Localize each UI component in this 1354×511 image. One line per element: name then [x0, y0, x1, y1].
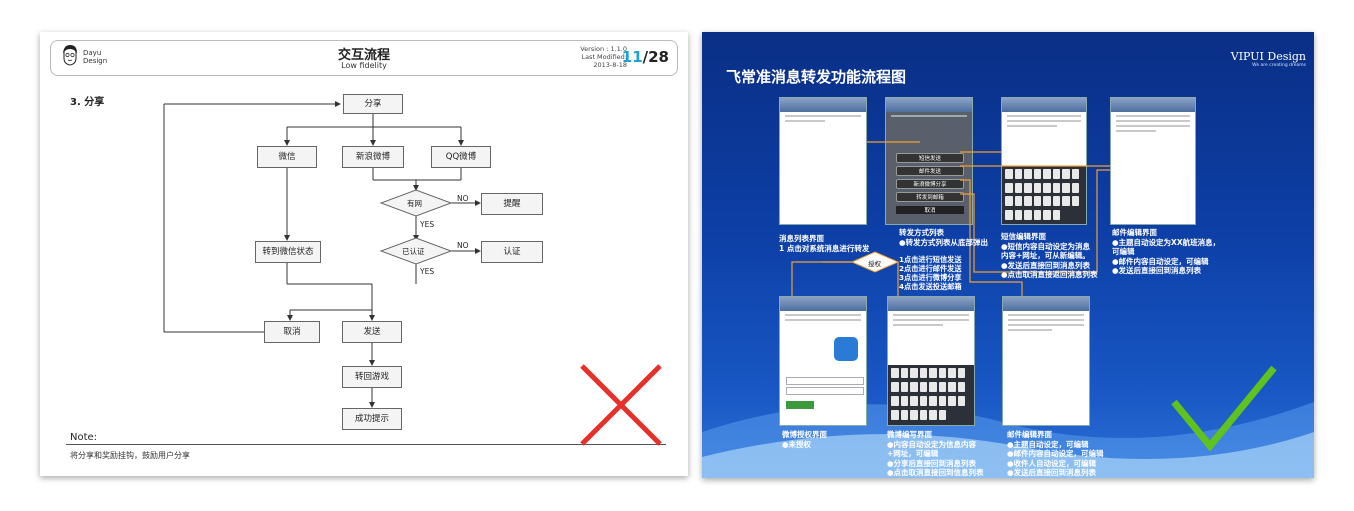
caption-message-list-desc: 1 点击对系统消息进行转发 [779, 243, 870, 253]
decision-authorize-label: 授权 [868, 260, 881, 268]
slide-title: 飞常准消息转发功能流程图 [726, 68, 907, 86]
forward-step: 4点击发送投送邮箱 [899, 282, 962, 291]
forward-step: 1点击进行短信发送 [899, 255, 962, 264]
caption-line: ●点击取消直接回到信息列表 [887, 468, 984, 477]
node-send: 发送 [342, 321, 402, 343]
menu-weibo[interactable]: 新浪微博分享 [896, 179, 964, 189]
caption-line: 邮件编辑界面 [1112, 228, 1157, 237]
screen-forward-menu: 短信发送 邮件发送 新浪微博分享 转发到邮箱 取消 [885, 97, 973, 225]
edge-yes-1: YES [420, 220, 435, 229]
screen-message-list [779, 97, 867, 225]
modified-label: Last Modified: [581, 53, 627, 61]
logo-text-line2: Design [83, 57, 108, 65]
page-number: 11/28 [622, 48, 669, 66]
screen-weibo-edit [887, 296, 975, 426]
brand-name: VIPUI Design [1230, 50, 1306, 63]
caption-line: ●邮件内容自动设定，可编辑 [1112, 256, 1209, 266]
caption-forward-title: 转发方式列表 [899, 228, 944, 237]
caption-line: 微博编写界面 [887, 430, 932, 439]
note-label: Note: [70, 432, 98, 443]
decision-authorized-label: 已认证 [402, 247, 425, 256]
caption-line: ●发送后直接回到消息列表 [1112, 266, 1202, 275]
caption-message-list-title: 消息列表界面 [779, 234, 824, 243]
decision-authorize [850, 251, 900, 273]
cross-mark-icon [580, 364, 662, 446]
caption-sms: 短信编辑界面 ●短信内容自动设定为消息 内容+网址，可从新编辑。 ●发送后直接回… [1001, 232, 1098, 280]
node-share: 分享 [343, 94, 403, 114]
menu-cancel[interactable]: 取消 [896, 206, 964, 214]
page-current: 11 [621, 48, 643, 66]
slide-header: Dayu Design 交互流程 Low fidelity Version : … [50, 40, 678, 76]
page-total: /28 [642, 48, 669, 66]
caption-line: 邮件编辑界面 [1007, 430, 1052, 439]
caption-message-list: 消息列表界面 1 点击对系统消息进行转发 [779, 234, 869, 253]
node-to-wechat-status: 转到微信状态 [255, 241, 321, 263]
screen-weibo-auth [779, 296, 867, 426]
caption-line: ●发送后直接回到消息列表 [1007, 468, 1097, 477]
note-text: 将分享和奖励挂钩，鼓励用户分享 [70, 451, 190, 460]
slide-subtitle: Low fidelity [341, 61, 387, 70]
caption-line: ●收件人自动设定，可编辑 [1007, 458, 1097, 468]
node-sina-weibo: 新浪微博 [342, 146, 404, 168]
forward-step: 3点击进行微博分享 [899, 273, 962, 282]
caption-line: ●点击取消直接返回消息列表 [1001, 270, 1098, 279]
caption-weibo-edit: 微博编写界面 ●内容自动设定为信息内容 +网址，可编辑 ●分享后直接回到消息列表… [887, 430, 984, 478]
modified-date: 2013-8-18 [593, 61, 627, 69]
slide-title: 交互流程 [337, 48, 390, 63]
node-remind: 提醒 [481, 193, 543, 215]
caption-line: ●主题自动设定，可编辑 [1007, 439, 1089, 449]
flowchart-connectors [163, 101, 481, 408]
caption-forward: 转发方式列表 ●转发方式列表从底部弹出 [899, 228, 988, 247]
caption-line: +网址，可编辑 [887, 449, 939, 458]
caption-line: 短信编辑界面 [1001, 232, 1046, 241]
brand-tagline: We are creating dreams [1252, 63, 1306, 68]
caption-mail: 邮件编辑界面 ●主题自动设定为XX航班消息， 可编辑 ●邮件内容自动设定，可编辑… [1112, 228, 1220, 276]
section-heading: 3. 分享 [70, 97, 105, 108]
node-back-to-game: 转回游戏 [342, 366, 402, 388]
screen-mail-edit [1110, 97, 1196, 225]
caption-line: 可编辑 [1112, 247, 1135, 256]
forward-steps: 1点击进行短信发送 2点击进行邮件发送 3点击进行微博分享 4点击发送投送邮箱 [899, 255, 962, 291]
node-success: 成功提示 [342, 408, 402, 430]
version-info: Version : 1.1.0 Last Modified: 2013-8-18 [580, 45, 627, 69]
caption-line: ●主题自动设定为XX航班消息， [1112, 237, 1221, 247]
note-divider [66, 444, 666, 445]
caption-line: 微博授权界面 [782, 430, 827, 439]
version-line: Version : 1.1.0 [580, 45, 627, 53]
edge-yes-2: YES [420, 267, 435, 276]
caption-line: 内容+网址，可从新编辑。 [1001, 251, 1090, 260]
decision-network-label: 有网 [407, 199, 422, 208]
caption-line: ●内容自动设定为信息内容 [887, 439, 977, 449]
caption-mail-compose: 邮件编辑界面 ●主题自动设定，可编辑 ●邮件内容自动设定，可编辑 ●收件人自动设… [1007, 430, 1104, 478]
screen-mail-compose [1002, 296, 1090, 426]
edge-no-2: NO [457, 241, 469, 250]
check-mark-icon [1171, 365, 1277, 452]
caption-line: ●邮件内容自动设定，可编辑 [1007, 449, 1104, 458]
caption-line: ●短信内容自动设定为消息 [1001, 241, 1091, 251]
flow-connectors [791, 141, 1110, 296]
low-fidelity-slide: Dayu Design 交互流程 Low fidelity Version : … [40, 32, 688, 476]
node-cancel: 取消 [264, 321, 320, 343]
caption-forward-desc: ●转发方式列表从底部弹出 [899, 237, 989, 247]
screen-sms-edit [1001, 97, 1087, 225]
node-auth: 认证 [481, 241, 543, 263]
menu-mailbox[interactable]: 转发到邮箱 [896, 192, 964, 202]
menu-sms[interactable]: 短信发送 [896, 153, 964, 163]
caption-line: ●未授权 [782, 439, 812, 449]
node-wechat: 微信 [257, 146, 317, 168]
logo-text: Dayu Design [83, 49, 107, 65]
caption-line: ●分享后直接回到消息列表 [887, 458, 977, 468]
menu-mail[interactable]: 邮件发送 [896, 166, 964, 176]
caption-weibo-auth: 微博授权界面 ●未授权 [782, 430, 827, 449]
caption-line: ●发送后直接回到消息列表 [1001, 260, 1091, 270]
decision-network [379, 189, 453, 217]
logo-text-line1: Dayu [83, 49, 102, 57]
node-qq-weibo: QQ微博 [431, 146, 491, 168]
decision-authorized [379, 237, 453, 265]
forward-step: 2点击进行邮件发送 [899, 264, 962, 273]
edge-no-1: NO [457, 194, 469, 203]
avatar-logo-icon [63, 45, 77, 66]
